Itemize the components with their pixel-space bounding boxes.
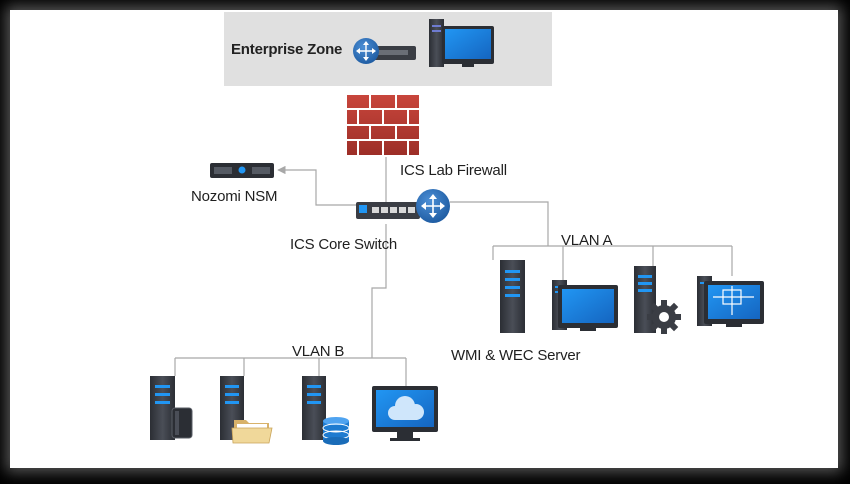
vlan-b-label: VLAN B	[292, 343, 345, 360]
firewall-router-icon	[416, 189, 450, 223]
link-switch-to-vlan-b	[371, 224, 387, 358]
nozomi-sensor-icon	[210, 163, 274, 178]
network-diagram-svg	[150, 12, 764, 445]
crosshair-icon	[713, 286, 754, 315]
vlan-a-label: VLAN A	[561, 232, 613, 249]
nozomi-label: Nozomi NSM	[191, 188, 278, 205]
enterprise-workstation-icon	[429, 19, 494, 67]
database-icon	[322, 417, 350, 445]
vlan-a-gear-server-icon	[634, 266, 656, 333]
enterprise-zone-label: Enterprise Zone	[231, 41, 343, 58]
vlan-a-workstation-icon	[552, 280, 618, 331]
vlan-b-database-server-icon	[302, 376, 326, 440]
gear-icon	[647, 300, 681, 334]
folder-icon	[231, 420, 273, 444]
firewall-brick-icon	[345, 93, 421, 157]
wmi-server-label: WMI & WEC Server	[451, 347, 581, 364]
link-switch-to-nozomi	[277, 165, 362, 206]
enterprise-router-icon	[353, 38, 416, 64]
network-diagram-canvas: Enterprise Zone ICS Lab Firewall Nozomi …	[10, 10, 838, 468]
cloud-icon	[388, 396, 424, 420]
vlan-a-hmi-workstation-icon	[697, 276, 764, 327]
vlan-a-server-icon	[500, 260, 525, 333]
connection-lines	[174, 155, 733, 386]
vlan-b-server-icon	[150, 376, 193, 440]
core-switch-icon	[356, 202, 420, 219]
core-switch-label: ICS Core Switch	[290, 236, 398, 253]
link-switch-to-vlan-a	[450, 201, 549, 246]
firewall-label: ICS Lab Firewall	[400, 162, 507, 179]
